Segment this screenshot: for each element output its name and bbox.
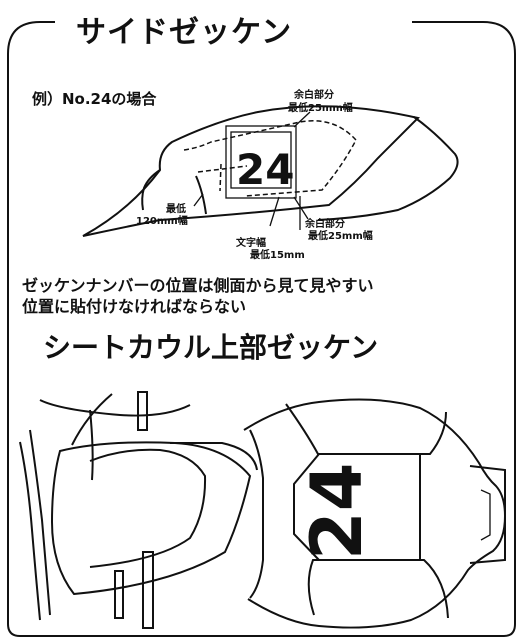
position-note-line-2: 位置に貼付けなければならない [22,297,246,316]
side-title: サイドゼッケン [76,15,292,50]
svg-text:24: 24 [236,145,294,194]
min-width-label-1: 最低 [166,202,186,215]
side-cowl [82,105,459,237]
bottom-margin-label-1: 余白部分 [304,217,345,230]
bottom-margin-label-2: 最低25mm幅 [308,229,373,242]
top-number-plate: 24 [296,463,378,560]
min-width-label-2: 120mm幅 [136,214,188,227]
top-margin-label-1: 余白部分 [293,88,334,101]
example-label: 例）No.24の場合 [32,90,157,108]
svg-text:24: 24 [296,463,378,560]
position-note-line-1: ゼッケンナンバーの位置は側面から見て見やすい [22,276,374,295]
char-width-label-2: 最低15mm [250,248,305,261]
frame [7,21,516,637]
char-width-label-1: 文字幅 [236,236,266,249]
top-margin-label-2: 最低25mm幅 [288,101,353,114]
top-title: シートカウル上部ゼッケン [43,331,378,364]
top-view-bike [19,391,507,629]
side-number-plate: 24 [225,125,297,199]
